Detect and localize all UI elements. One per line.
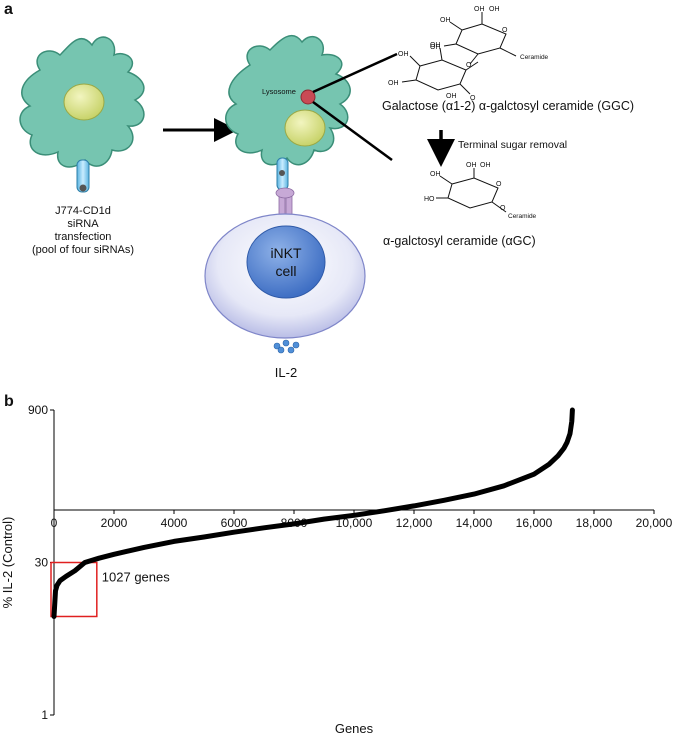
y-axis-label: % IL-2 (Control) bbox=[0, 517, 15, 609]
ggc-labels: OH OH OH OH OH OH OH OH O O O Ceramide bbox=[388, 6, 549, 102]
highlight-box bbox=[50, 561, 98, 618]
y-tick-label: 1 bbox=[41, 708, 48, 722]
ggc-ring-o-1: O bbox=[502, 27, 508, 34]
x-tick-label: 0 bbox=[51, 516, 58, 530]
zoom-line-bottom bbox=[312, 100, 393, 162]
ggc-oh-4: OH bbox=[430, 44, 441, 51]
x-tick-label: 10,000 bbox=[336, 516, 373, 530]
inkt-label-line1: iNKT bbox=[270, 245, 302, 261]
agc-oh-1: OH bbox=[466, 162, 477, 169]
agc-oh-3: OH bbox=[430, 171, 441, 178]
zoom-line-top bbox=[312, 52, 398, 94]
lysosome bbox=[300, 89, 316, 105]
il2-cytokine-dots bbox=[273, 339, 300, 354]
agc-ho: HO bbox=[424, 196, 435, 203]
x-tick-label: 4000 bbox=[161, 516, 188, 530]
caption-line-3: transfection bbox=[55, 231, 112, 243]
cell-body-shape bbox=[225, 34, 351, 166]
nucleus bbox=[63, 83, 105, 121]
x-tick-label: 20,000 bbox=[636, 516, 673, 530]
agc-ring-o-1: O bbox=[496, 181, 502, 188]
ggc-structure bbox=[401, 12, 517, 95]
ggc-ring-o-2: O bbox=[466, 62, 472, 69]
tcr-receptor bbox=[275, 187, 295, 217]
y-tick-label: 900 bbox=[28, 403, 48, 417]
ggc-ceramide: Ceramide bbox=[520, 54, 549, 61]
panel-b-label: b bbox=[4, 393, 14, 410]
x-tick-label: 2000 bbox=[101, 516, 128, 530]
agc-ring-o-2: O bbox=[500, 205, 506, 212]
nucleus bbox=[284, 109, 326, 147]
il2-label: IL-2 bbox=[275, 365, 297, 380]
step-label: Terminal sugar removal bbox=[458, 139, 567, 151]
inkt-cell: iNKT cell bbox=[204, 213, 366, 339]
cd1d-receptor bbox=[76, 159, 90, 193]
caption-line-2: siRNA bbox=[67, 218, 99, 230]
lipid-antigen bbox=[79, 184, 87, 192]
highlight-label: 1027 genes bbox=[102, 569, 170, 584]
ggc-oh-1: OH bbox=[474, 6, 485, 13]
ranked-genes-curve bbox=[51, 407, 575, 619]
ggc-oh-3: OH bbox=[440, 17, 451, 24]
ggc-oh-6: OH bbox=[398, 51, 409, 58]
agc-oh-2: OH bbox=[480, 162, 491, 169]
panel-a-label: a bbox=[4, 1, 13, 18]
x-tick-label: 14,000 bbox=[456, 516, 493, 530]
lysosome-label: Lysosome bbox=[262, 87, 296, 96]
lipid-antigen bbox=[279, 170, 285, 176]
x-tick-label: 16,000 bbox=[516, 516, 553, 530]
ggc-oh-2: OH bbox=[489, 6, 500, 13]
y-tick-label: 30 bbox=[35, 556, 49, 570]
ggc-oh-7: OH bbox=[388, 80, 399, 87]
agc-name: α-galctosyl ceramide (αGC) bbox=[383, 234, 536, 248]
ggc-oh-8: OH bbox=[446, 93, 457, 100]
caption-line-4: (pool of four siRNAs) bbox=[32, 244, 134, 256]
caption-line-1: J774-CD1d bbox=[55, 205, 111, 217]
agc-ceramide: Ceramide bbox=[508, 213, 537, 220]
ggc-ring-o-3: O bbox=[470, 95, 476, 102]
agc-labels: OH OH OH HO O O Ceramide bbox=[424, 162, 537, 220]
macrophage-cell-left bbox=[19, 36, 145, 193]
agc-structure bbox=[436, 168, 507, 213]
x-tick-label: 18,000 bbox=[576, 516, 613, 530]
x-tick-label: 6000 bbox=[221, 516, 248, 530]
x-axis-label: Genes bbox=[335, 721, 374, 736]
inkt-cell-nucleus bbox=[246, 225, 326, 299]
x-tick-label: 12,000 bbox=[396, 516, 433, 530]
macrophage-cell-right: Lysosome bbox=[225, 34, 351, 191]
left-cell-caption: J774-CD1d siRNA transfection (pool of fo… bbox=[32, 205, 134, 256]
ggc-name: Galactose (α1-2) α-galctosyl ceramide (G… bbox=[382, 99, 634, 113]
inkt-label-line2: cell bbox=[275, 263, 296, 279]
ggc-oh-5: OH bbox=[430, 42, 441, 49]
